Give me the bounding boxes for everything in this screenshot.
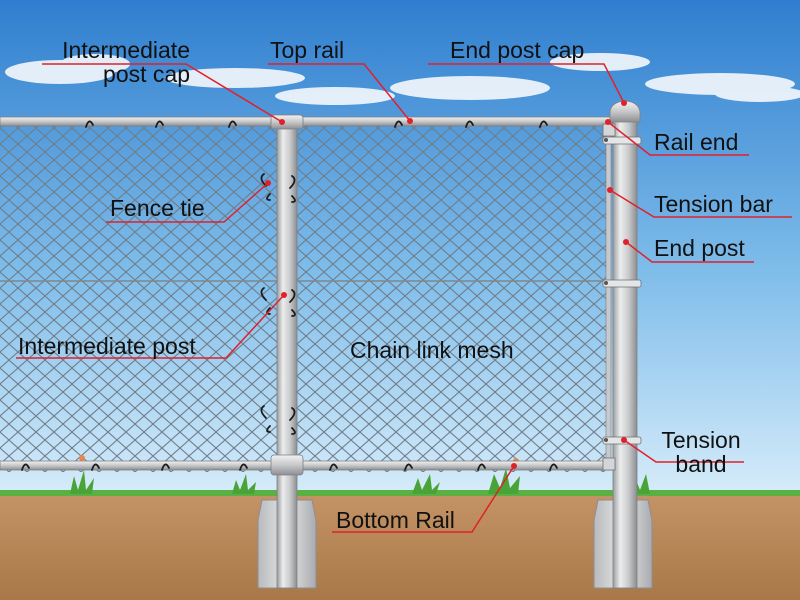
leader-fence-tie bbox=[106, 182, 269, 223]
label-rail-end: Rail end bbox=[654, 129, 739, 155]
grass-strip bbox=[0, 490, 800, 496]
label-end-post-cap: End post cap bbox=[450, 37, 585, 63]
clouds bbox=[5, 53, 800, 105]
label-bottom-rail: Bottom Rail bbox=[336, 507, 455, 533]
leader-intermediate-post bbox=[16, 294, 285, 359]
label-tension-bar: Tension bar bbox=[654, 191, 773, 217]
leader-lines bbox=[16, 63, 792, 533]
leader-intermediate-post-cap bbox=[42, 63, 283, 123]
label-intermediate-post-cap: Intermediate post cap bbox=[20, 38, 190, 86]
ground bbox=[0, 493, 800, 600]
label-intermediate-post-cap-line1: Intermediate bbox=[62, 37, 190, 63]
leader-end-post-cap bbox=[428, 63, 625, 104]
fence-ties bbox=[21, 120, 558, 471]
end-post bbox=[612, 107, 638, 589]
intermediate-post bbox=[276, 119, 298, 589]
tension-band-bolts bbox=[604, 138, 608, 442]
label-tension-band: Tension band bbox=[646, 428, 756, 476]
leader-bottom-rail bbox=[332, 465, 515, 533]
leader-tension-bar bbox=[609, 189, 792, 218]
leader-dots bbox=[265, 100, 629, 469]
intermediate-post-sleeve bbox=[270, 454, 304, 476]
leader-end-post bbox=[625, 241, 754, 263]
rail-end-bottom bbox=[602, 457, 616, 471]
label-intermediate-post-cap-line2: post cap bbox=[103, 61, 190, 87]
intermediate-post-cap bbox=[270, 114, 304, 130]
label-chain-link-mesh: Chain link mesh bbox=[350, 337, 514, 363]
leader-top-rail bbox=[268, 63, 411, 122]
label-end-post: End post bbox=[654, 235, 745, 261]
label-top-rail: Top rail bbox=[270, 37, 345, 63]
label-fence-tie: Fence tie bbox=[110, 195, 205, 221]
label-tension-band-line2: band bbox=[675, 451, 727, 477]
chain-link-mesh bbox=[0, 124, 608, 472]
label-intermediate-post: Intermediate post bbox=[18, 333, 196, 359]
label-tension-band-line1: Tension bbox=[661, 427, 741, 453]
tension-bar bbox=[605, 129, 612, 471]
leader-rail-end bbox=[607, 121, 749, 156]
leader-tension-band bbox=[623, 439, 744, 463]
